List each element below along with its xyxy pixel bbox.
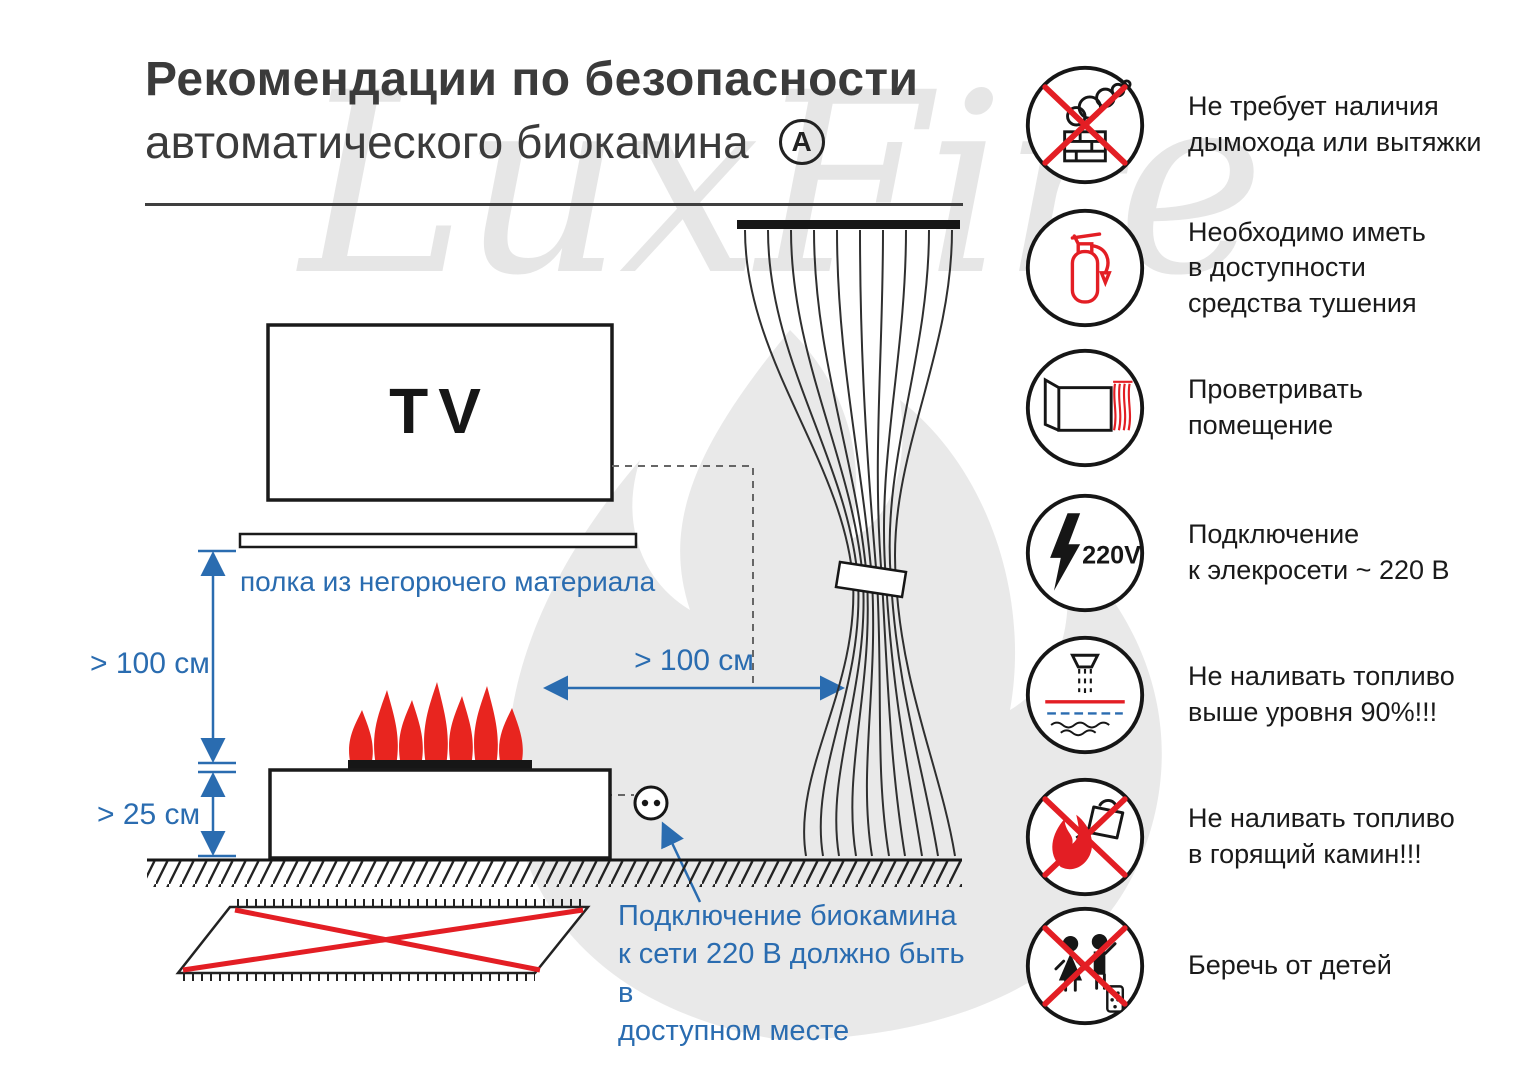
rule-extinguisher: Необходимо иметь в доступности средства … [1022, 205, 1498, 331]
dimension-shelf-to-fire [198, 549, 236, 765]
fireplace-flames [349, 682, 523, 766]
rule-text: Не наливать топливо выше уровня 90%!!! [1188, 661, 1455, 727]
title-line2-row: автоматического биокамина A [145, 115, 919, 169]
rule-ventilation: Проветривать помещение [1022, 345, 1498, 471]
fuel-level-icon [1025, 635, 1145, 755]
dim-to-curtain-label: > 100 см [634, 644, 754, 677]
carpet-cross-icon [182, 907, 584, 973]
rule-no-chimney: Не требует наличия дымохода или вытяжки [1022, 62, 1498, 188]
tv-label: TV [389, 375, 491, 447]
rule-text: Проветривать помещение [1188, 374, 1363, 440]
dimension-floor-clearance [198, 770, 236, 858]
curtain-rod [737, 220, 960, 229]
rule-text: Подключение к элекросети ~ 220 В [1188, 519, 1450, 585]
tv: TV [266, 323, 614, 502]
rule-text: Не наливать топливо в горящий камин!!! [1188, 803, 1455, 869]
rule-text: Необходимо иметь в доступности средства … [1188, 216, 1426, 318]
power-outlet [633, 785, 669, 821]
curtain [737, 220, 960, 857]
page-title: Рекомендации по безопасности автоматичес… [145, 52, 919, 169]
title-line2: автоматического биокамина [145, 116, 749, 168]
rule-no-refuel-burning: Не наливать топливо в горящий камин!!! [1022, 774, 1498, 900]
no-chimney-icon [1025, 65, 1145, 185]
power-badge: 220V [1082, 542, 1141, 570]
title-line1: Рекомендации по безопасности [145, 53, 919, 106]
title-underline [145, 203, 963, 206]
shelf-label: полка из негорючего материала [240, 566, 656, 597]
rule-fuel-level: Не наливать топливо выше уровня 90%!!! [1022, 632, 1498, 758]
power-220v-icon: 220V [1025, 493, 1145, 613]
type-a-mark: A [778, 119, 825, 165]
dashed-reference-line [612, 465, 754, 686]
curtain-tieback [834, 560, 908, 599]
dim-floor-label: > 25 см [97, 798, 200, 831]
burner-bar [348, 760, 532, 770]
rule-text: Беречь от детей [1188, 950, 1392, 981]
rule-text: Не требует наличия дымохода или вытяжки [1188, 91, 1482, 157]
rule-children: Беречь от детей [1022, 903, 1498, 1029]
non-combustible-shelf: полка из негорючего материала [238, 532, 656, 597]
no-refuel-burning-icon [1025, 777, 1145, 897]
ventilation-icon [1025, 348, 1145, 468]
dim-shelf-to-fire-label: > 100 см [90, 647, 210, 680]
fire-extinguisher-icon [1025, 208, 1145, 328]
rule-power: 220V Подключение к элекросети ~ 220 В [1022, 490, 1498, 616]
forbidden-carpet [175, 899, 591, 981]
floor [147, 858, 962, 887]
fireplace-body [268, 768, 612, 860]
outlet-note: Подключение биокамина к сети 220 В должн… [618, 900, 965, 1047]
keep-away-children-icon [1025, 906, 1145, 1026]
